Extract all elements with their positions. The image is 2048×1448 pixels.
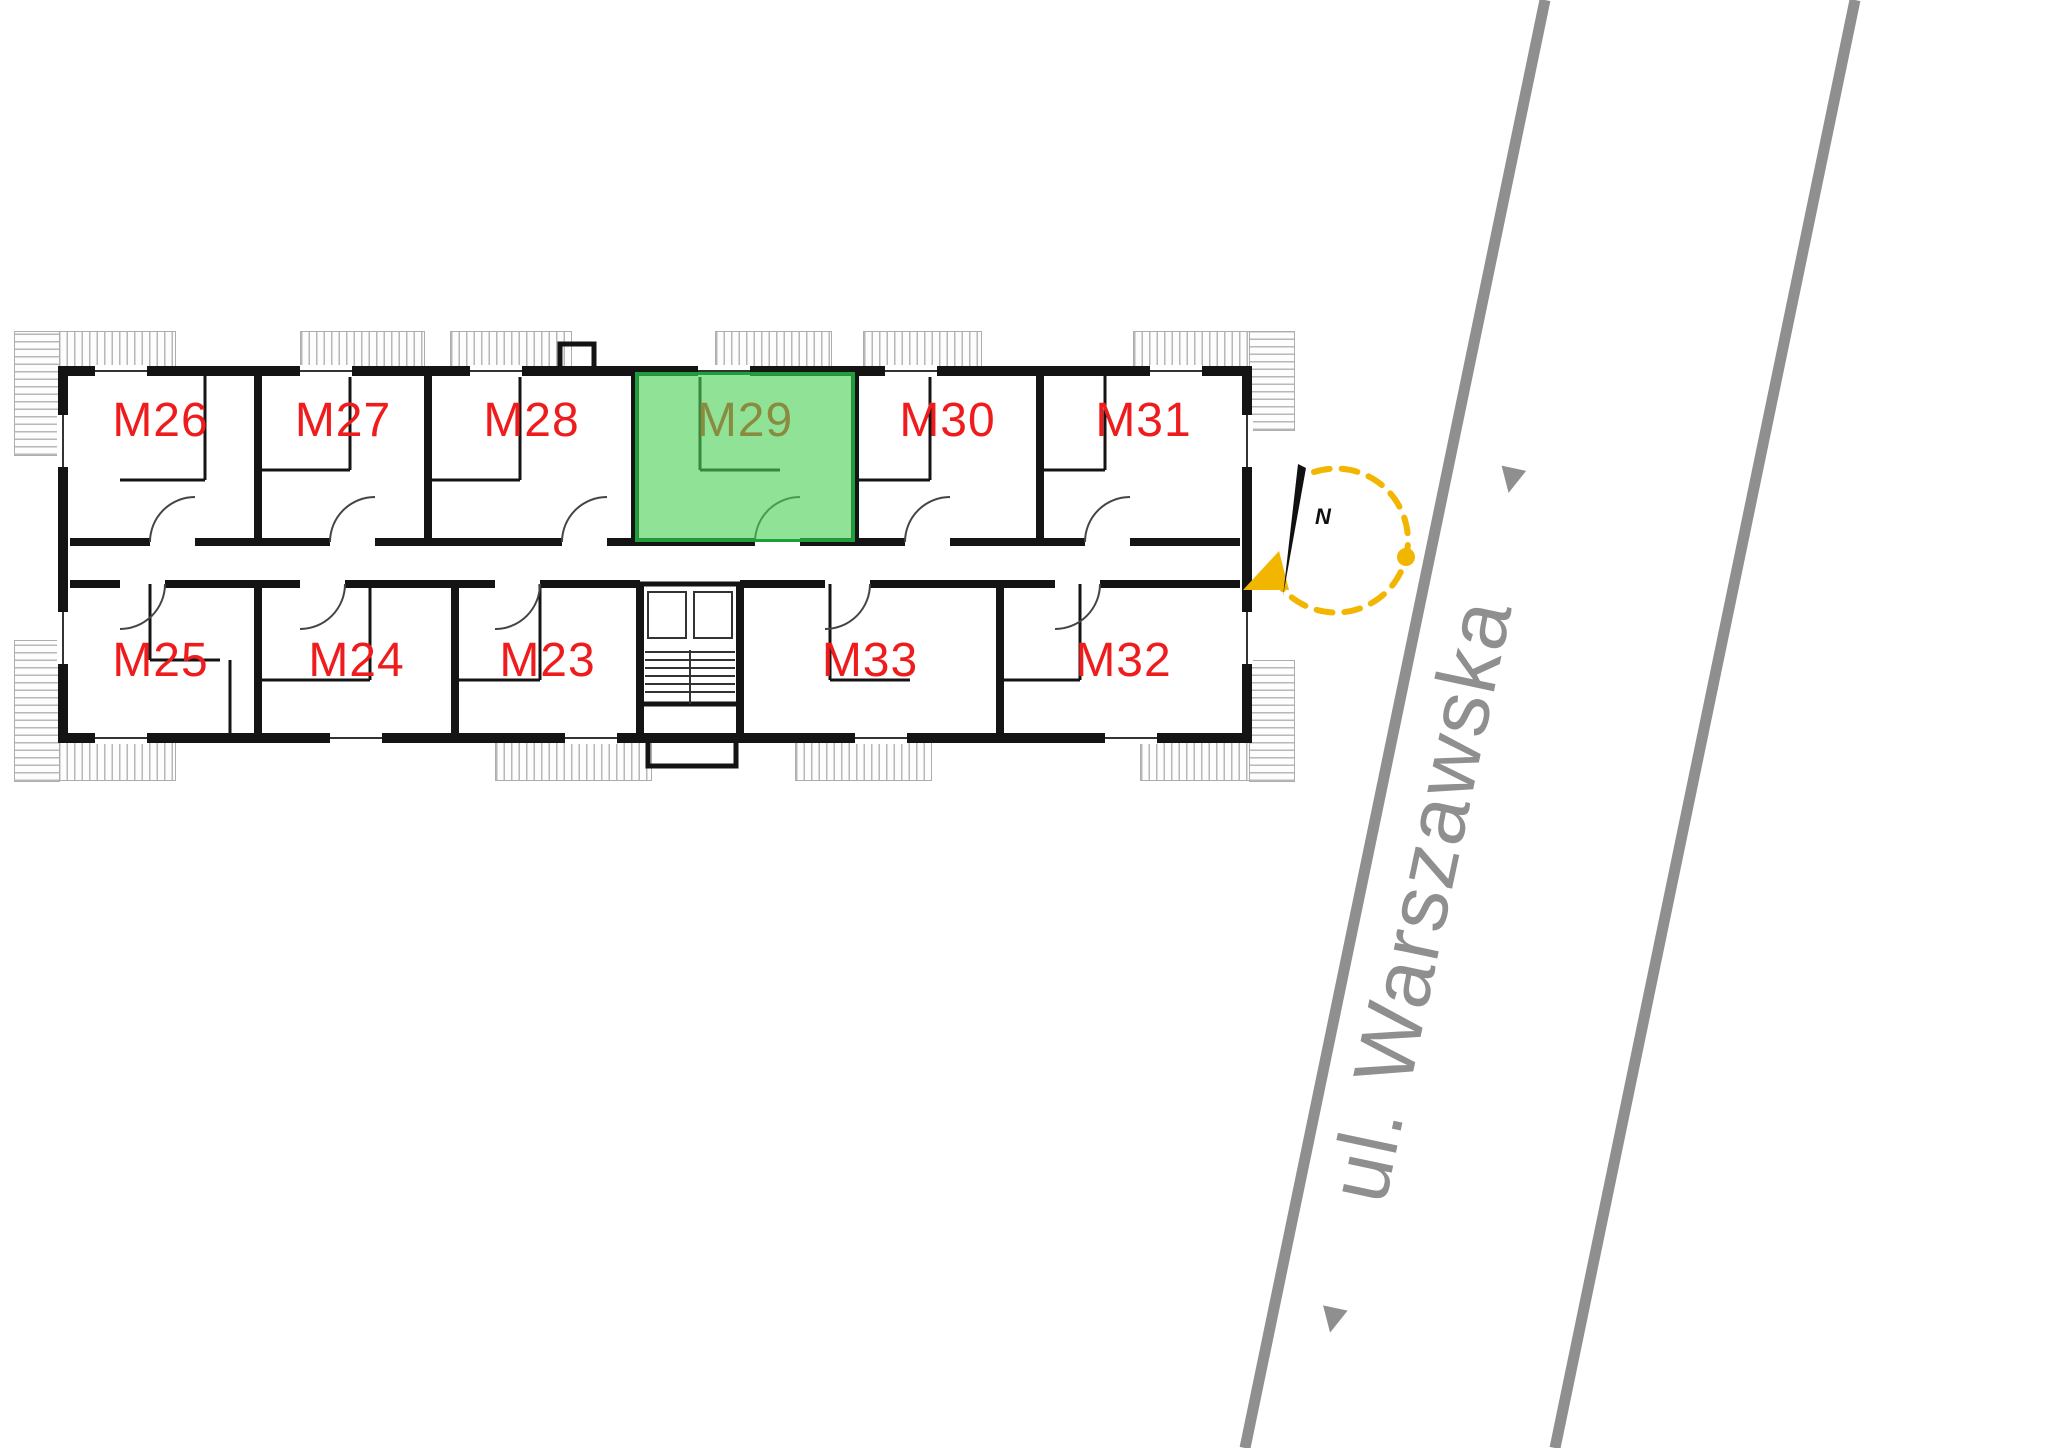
balcony-hatch (863, 331, 982, 371)
windows (57, 365, 1253, 744)
balcony-hatch (495, 739, 652, 781)
balcony-hatch (1249, 660, 1295, 782)
balcony-hatch (795, 739, 932, 781)
street-arrow-icon: ◄ (1481, 454, 1537, 506)
apartment-label: M28 (483, 394, 580, 447)
apartment-label: M26 (112, 394, 209, 447)
apartment-unit-m30[interactable]: M30 (855, 371, 1040, 542)
door-arcs (119, 496, 1131, 630)
apartment-unit-m33[interactable]: M33 (740, 584, 1000, 738)
apartment-label: M24 (308, 634, 405, 687)
apartment-unit-m24[interactable]: M24 (258, 584, 455, 738)
balcony-hatch (300, 331, 425, 371)
apartment-label: M31 (1095, 394, 1192, 447)
apartment-unit-m32[interactable]: M32 (1000, 584, 1247, 738)
north-needle-icon (1283, 464, 1306, 596)
apartment-label: M30 (899, 394, 996, 447)
apartment-label: M29 (696, 394, 794, 447)
apartment-label: M33 (821, 634, 919, 687)
street-edge-lines (1239, 0, 1861, 1448)
compass: N (1243, 464, 1415, 616)
balcony-hatch (14, 640, 60, 782)
apartment-label: M32 (1075, 634, 1172, 687)
apartment-unit-m28[interactable]: M28 (428, 371, 635, 542)
apartment-unit-m23[interactable]: M23 (455, 584, 640, 738)
street-arrow-icon: ◄ (1302, 1294, 1358, 1345)
apartment-unit-m25[interactable]: M25 (63, 584, 258, 738)
compass-arrowhead (1243, 551, 1289, 590)
stairwell (637, 581, 743, 707)
apartment-unit-m26[interactable]: M26 (63, 371, 258, 542)
apartment-label: M25 (112, 634, 209, 687)
balcony-hatch (450, 331, 572, 371)
apartment-label: M27 (294, 394, 392, 447)
apartment-unit-m31[interactable]: M31 (1040, 371, 1247, 542)
apartment-unit-m29[interactable]: M29 (635, 371, 855, 542)
apartment-label: M23 (499, 634, 596, 687)
apartment-unit-m27[interactable]: M27 (258, 371, 428, 542)
balcony-hatch (1249, 331, 1295, 431)
balcony-hatch (14, 331, 60, 456)
compass-dot (1397, 548, 1415, 566)
north-label: N (1315, 504, 1332, 529)
